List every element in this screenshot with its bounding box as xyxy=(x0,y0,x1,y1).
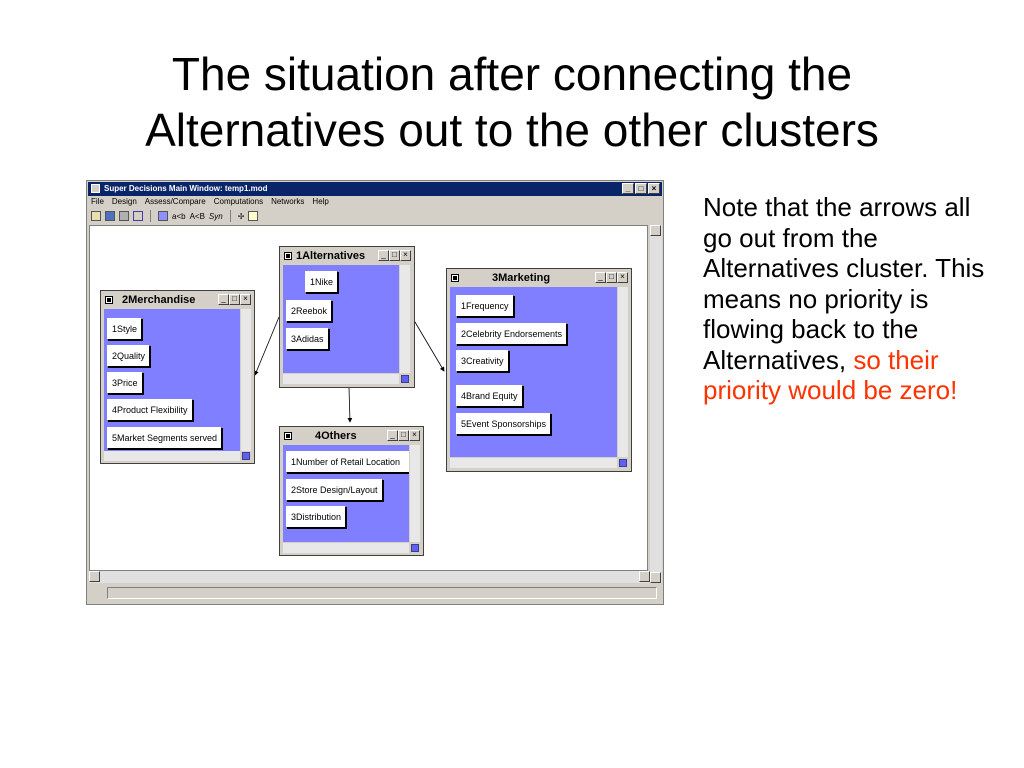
cluster-vertical-scrollbar[interactable] xyxy=(618,287,628,457)
node-adidas[interactable]: 3Adidas xyxy=(286,328,329,350)
node-frequency[interactable]: 1Frequency xyxy=(456,295,514,317)
cluster-menu-icon[interactable] xyxy=(451,274,459,282)
attach-icon[interactable] xyxy=(133,211,143,221)
cluster-vertical-scrollbar[interactable] xyxy=(400,265,410,373)
cluster-resize-handle[interactable] xyxy=(411,544,419,552)
cluster-minimize-button[interactable]: _ xyxy=(218,294,229,305)
slide-title-line-2: Alternatives out to the other clusters xyxy=(145,104,879,156)
scroll-up-button[interactable] xyxy=(650,225,661,236)
slide-note: Note that the arrows all go out from the… xyxy=(703,192,1003,406)
cluster-maximize-button[interactable]: □ xyxy=(389,250,400,261)
cluster-maximize-button[interactable]: □ xyxy=(398,430,409,441)
node-brand-equity[interactable]: 4Brand Equity xyxy=(456,385,523,407)
cluster-others[interactable]: 4Others _ □ × 1Number of Retail Location… xyxy=(279,426,424,556)
node-distribution[interactable]: 3Distribution xyxy=(286,506,347,528)
node-product-flexibility[interactable]: 4Product Flexibility xyxy=(107,399,193,421)
cluster-title: 4Others xyxy=(315,430,357,442)
menu-assess-compare[interactable]: Assess/Compare xyxy=(144,197,206,206)
super-decisions-window: Super Decisions Main Window: temp1.mod _… xyxy=(86,180,664,605)
cluster-vertical-scrollbar[interactable] xyxy=(410,445,420,542)
cluster-alternatives[interactable]: 1Alternatives _ □ × 1Nike 2Reebok 3Adida… xyxy=(279,246,415,388)
node-store-design-layout[interactable]: 2Store Design/Layout xyxy=(286,479,383,501)
slide-title-line-1: The situation after connecting the xyxy=(171,48,853,100)
canvas-horizontal-scrollbar[interactable] xyxy=(89,571,650,583)
node-reebok[interactable]: 2Reebok xyxy=(286,300,333,322)
open-icon[interactable] xyxy=(91,211,101,221)
node-style[interactable]: 1Style xyxy=(107,318,143,340)
cluster-maximize-button[interactable]: □ xyxy=(606,272,617,283)
node-event-sponsorships[interactable]: 5Event Sponsorships xyxy=(456,413,552,435)
window-titlebar[interactable]: Super Decisions Main Window: temp1.mod _… xyxy=(88,182,662,196)
status-bar xyxy=(89,585,661,602)
toolbar: a<b A<B Syn ✢ xyxy=(91,209,259,223)
menu-computations[interactable]: Computations xyxy=(213,197,264,206)
cluster-title: 3Marketing xyxy=(492,272,551,284)
menu-networks[interactable]: Networks xyxy=(271,197,305,206)
cluster-close-button[interactable]: × xyxy=(617,272,628,283)
menu-file[interactable]: File xyxy=(91,197,104,206)
node-nike[interactable]: 1Nike xyxy=(305,271,339,293)
cluster-resize-handle[interactable] xyxy=(242,452,250,460)
cluster-resize-handle[interactable] xyxy=(619,459,627,467)
synthesize-button[interactable]: Syn xyxy=(208,211,223,221)
node-price[interactable]: 3Price xyxy=(107,372,143,394)
cluster-horizontal-scrollbar[interactable] xyxy=(283,543,409,553)
arrow-tool-icon[interactable]: ✢ xyxy=(237,211,245,221)
cluster-horizontal-scrollbar[interactable] xyxy=(283,374,399,384)
scroll-down-button[interactable] xyxy=(650,572,661,583)
toolbar-separator xyxy=(229,210,231,222)
cluster-close-button[interactable]: × xyxy=(240,294,251,305)
network-canvas[interactable]: 1Alternatives _ □ × 1Nike 2Reebok 3Adida… xyxy=(89,225,648,571)
window-title: Super Decisions Main Window: temp1.mod xyxy=(104,184,268,193)
cluster-menu-icon[interactable] xyxy=(284,252,292,260)
print-icon[interactable] xyxy=(119,211,129,221)
arrow-alternatives-to-merchandise xyxy=(254,316,280,376)
compare-small-button[interactable]: a<b xyxy=(172,211,186,221)
cluster-close-button[interactable]: × xyxy=(409,430,420,441)
compare-large-button[interactable]: A<B xyxy=(189,211,205,221)
cluster-minimize-button[interactable]: _ xyxy=(387,430,398,441)
maximize-button[interactable]: □ xyxy=(635,183,647,194)
slide-title: The situation after connecting the Alter… xyxy=(0,46,1024,158)
cluster-horizontal-scrollbar[interactable] xyxy=(450,458,617,468)
scroll-right-button[interactable] xyxy=(639,571,650,582)
menubar: File Design Assess/Compare Computations … xyxy=(91,196,329,208)
menu-help[interactable]: Help xyxy=(312,197,329,206)
node-creativity[interactable]: 3Creativity xyxy=(456,350,509,372)
note-text: Note that the arrows all go out from the… xyxy=(703,192,985,375)
cluster-marketing[interactable]: 3Marketing _ □ × 1Frequency 2Celebrity E… xyxy=(446,268,632,472)
menu-design[interactable]: Design xyxy=(111,197,137,206)
node-market-segments-served[interactable]: 5Market Segments served xyxy=(107,427,223,449)
canvas-vertical-scrollbar[interactable] xyxy=(650,225,662,583)
arrow-alternatives-to-others xyxy=(347,387,353,423)
cluster-resize-handle[interactable] xyxy=(401,375,409,383)
cluster-tool-icon[interactable] xyxy=(158,211,168,221)
status-field xyxy=(107,587,657,599)
cluster-merchandise[interactable]: 2Merchandise _ □ × 1Style 2Quality 3Pric… xyxy=(100,290,255,464)
cluster-maximize-button[interactable]: □ xyxy=(229,294,240,305)
node-quality[interactable]: 2Quality xyxy=(107,345,151,367)
cluster-title: 1Alternatives xyxy=(296,250,366,262)
help-icon[interactable] xyxy=(248,211,259,221)
minimize-button[interactable]: _ xyxy=(622,183,634,194)
arrow-alternatives-to-marketing xyxy=(411,316,445,372)
cluster-title: 2Merchandise xyxy=(122,294,196,306)
node-number-of-retail-location[interactable]: 1Number of Retail Location xyxy=(286,451,409,473)
cluster-menu-icon[interactable] xyxy=(105,296,113,304)
cluster-minimize-button[interactable]: _ xyxy=(595,272,606,283)
scroll-left-button[interactable] xyxy=(89,571,100,582)
note-text-emphasis: so their priority would be zero! xyxy=(703,344,958,406)
connection-arrows xyxy=(254,316,445,423)
toolbar-separator xyxy=(150,210,151,222)
cluster-minimize-button[interactable]: _ xyxy=(378,250,389,261)
app-icon xyxy=(91,184,100,193)
save-icon[interactable] xyxy=(105,211,115,221)
cluster-menu-icon[interactable] xyxy=(284,432,292,440)
cluster-vertical-scrollbar[interactable] xyxy=(241,309,251,451)
cluster-horizontal-scrollbar[interactable] xyxy=(104,451,240,461)
cluster-close-button[interactable]: × xyxy=(400,250,411,261)
node-celebrity-endorsements[interactable]: 2Celebrity Endorsements xyxy=(456,323,568,345)
close-button[interactable]: × xyxy=(648,183,660,194)
